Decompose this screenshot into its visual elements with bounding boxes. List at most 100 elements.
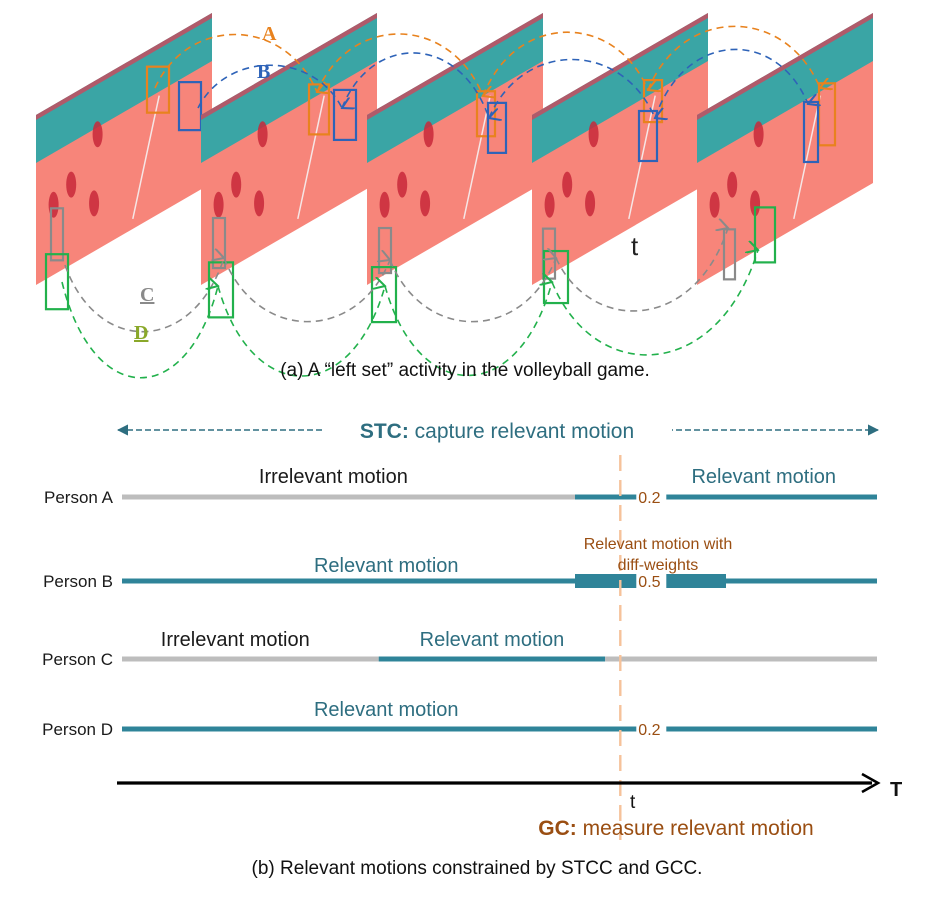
diff-weights-label-1: Relevant motion with: [584, 536, 733, 553]
weight-label-bg: [636, 572, 667, 590]
player: [379, 191, 390, 218]
gc-label: GC: measure relevant motion: [538, 817, 813, 840]
video-frame: [532, 13, 708, 305]
timeline-person-d: Person D 0.2 Relevant motion: [42, 699, 877, 739]
player: [254, 190, 265, 217]
video-frame: [367, 13, 543, 324]
track-arc-a: [154, 33, 317, 92]
track-arc-b: [654, 48, 808, 119]
caption-b: (b) Relevant motions constrained by STCC…: [252, 858, 703, 879]
player: [585, 190, 596, 217]
track-arc-b: [197, 64, 342, 108]
track-arc-c: [64, 258, 224, 333]
player: [231, 171, 242, 198]
player: [89, 190, 100, 217]
player: [213, 191, 224, 218]
time-axis-t-label: t: [630, 792, 636, 813]
weight-value: 0.2: [638, 722, 660, 739]
bbox-person-d: [370, 266, 398, 324]
bbox-person-d: [44, 253, 70, 311]
bbox-person-d: [753, 206, 777, 264]
player: [562, 171, 573, 198]
player: [257, 121, 268, 148]
player: [423, 121, 434, 148]
relevant-motion-segment: [378, 656, 606, 662]
irrelevant-motion-segment: [605, 656, 877, 662]
relevant-motion-segment: [122, 726, 877, 732]
person-name: Person C: [42, 650, 113, 669]
player: [544, 191, 555, 218]
irrelevant-motion-segment: [122, 494, 575, 500]
relevant-motion-label: Relevant motion: [691, 466, 836, 488]
stands: [367, 13, 543, 163]
person-name: Person D: [42, 720, 113, 739]
person-name: Person A: [44, 488, 114, 507]
court-line: [132, 95, 160, 220]
track-arc-c: [223, 258, 390, 323]
stc-label-bg: [322, 415, 672, 443]
weight-value: 0.2: [638, 490, 660, 507]
track-label-b: B: [257, 61, 270, 83]
weight-label-bg: [636, 720, 667, 738]
track-arc-d: [61, 282, 218, 379]
track-label-c: C: [140, 284, 154, 306]
bbox-person-a: [145, 65, 171, 114]
player: [750, 190, 761, 217]
court-line: [628, 95, 656, 220]
irrelevant-motion-label: Irrelevant motion: [259, 466, 408, 488]
track-arc-b: [488, 58, 655, 119]
player: [66, 171, 77, 198]
track-arc-a: [482, 31, 648, 97]
stc-label: STC: capture relevant motion: [360, 420, 634, 443]
bbox-person-c: [211, 216, 227, 270]
video-frames: [36, 13, 873, 324]
track-label-a: A: [262, 23, 277, 45]
bbox-person-c: [49, 207, 65, 262]
stands: [36, 13, 212, 163]
track-arc-b: [341, 52, 489, 118]
court-line: [297, 95, 325, 220]
player: [753, 121, 764, 148]
irrelevant-motion-segment: [122, 656, 379, 662]
top-band: [532, 13, 708, 120]
track-arc-d: [551, 250, 758, 356]
track-arc-a: [316, 33, 483, 96]
top-band: [697, 13, 873, 120]
player: [709, 191, 720, 218]
timeline-person-a: Person A 0.2 Irrelevant motion Relevant mot…: [44, 466, 877, 507]
bbox-person-b: [637, 109, 659, 163]
frame-time-marker: t: [631, 231, 639, 261]
relevant-motion-segment: [726, 578, 877, 584]
stands: [201, 13, 377, 163]
track-arc-d: [384, 282, 552, 377]
stc-bold: STC:: [360, 420, 409, 443]
video-frame: [201, 13, 377, 319]
time-axis-label: T: [890, 779, 902, 801]
gc-text: measure relevant motion: [577, 817, 814, 840]
track-arc-c: [389, 258, 556, 323]
stc-text: capture relevant motion: [409, 420, 634, 443]
player: [92, 121, 103, 148]
track-arc-a: [647, 25, 820, 90]
track-arc-c: [555, 228, 728, 312]
bbox-person-b: [332, 88, 358, 142]
stands: [532, 13, 708, 163]
relevant-motion-label: Relevant motion: [314, 555, 459, 577]
relevant-motion-label: Relevant motion: [314, 699, 459, 721]
top-band: [36, 13, 212, 120]
relevant-motion-segment: [122, 578, 575, 584]
track-arc-d: [217, 286, 385, 377]
relevant-motion-label: Relevant motion: [420, 629, 565, 651]
person-tracks: [61, 25, 820, 379]
caption-a: (a) A “left set” activity in the volleyb…: [280, 360, 650, 381]
bbox-person-b: [177, 81, 203, 132]
track-label-d: D: [134, 322, 148, 344]
player: [397, 171, 408, 198]
person-name: Person B: [43, 572, 113, 591]
relevant-motion-segment: [575, 494, 877, 500]
gc-bold: GC:: [538, 817, 577, 840]
top-band: [367, 13, 543, 120]
